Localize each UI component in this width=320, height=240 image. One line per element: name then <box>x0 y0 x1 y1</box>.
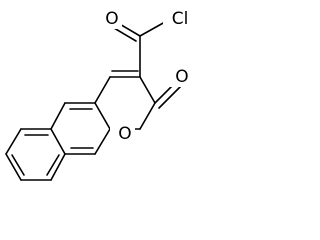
ring-oxygen-label: O <box>118 124 131 144</box>
bond <box>139 102 156 130</box>
label-mask <box>110 122 135 144</box>
bond <box>139 76 156 104</box>
label-mask <box>100 7 122 29</box>
bond-lines <box>5 21 183 181</box>
chemical-structure: O Cl O O <box>5 7 197 181</box>
label-mask <box>168 65 194 87</box>
label-mask <box>163 7 197 29</box>
oxygen-acyl-label: O <box>105 9 118 29</box>
atom-labels: O Cl O O <box>100 7 197 144</box>
double-bond <box>158 84 183 109</box>
bond <box>5 128 22 155</box>
double-bond-inner <box>46 154 60 176</box>
bond <box>94 128 111 155</box>
oxygen-lactone-label: O <box>175 67 188 87</box>
bond <box>50 153 66 181</box>
bond <box>50 128 66 155</box>
bond <box>94 76 111 104</box>
bond <box>5 153 22 181</box>
chlorine-label: Cl <box>172 9 189 29</box>
bond <box>94 102 111 130</box>
double-bond <box>113 27 137 42</box>
bond <box>50 102 66 130</box>
bond <box>139 21 166 37</box>
double-bond-inner <box>11 154 25 176</box>
